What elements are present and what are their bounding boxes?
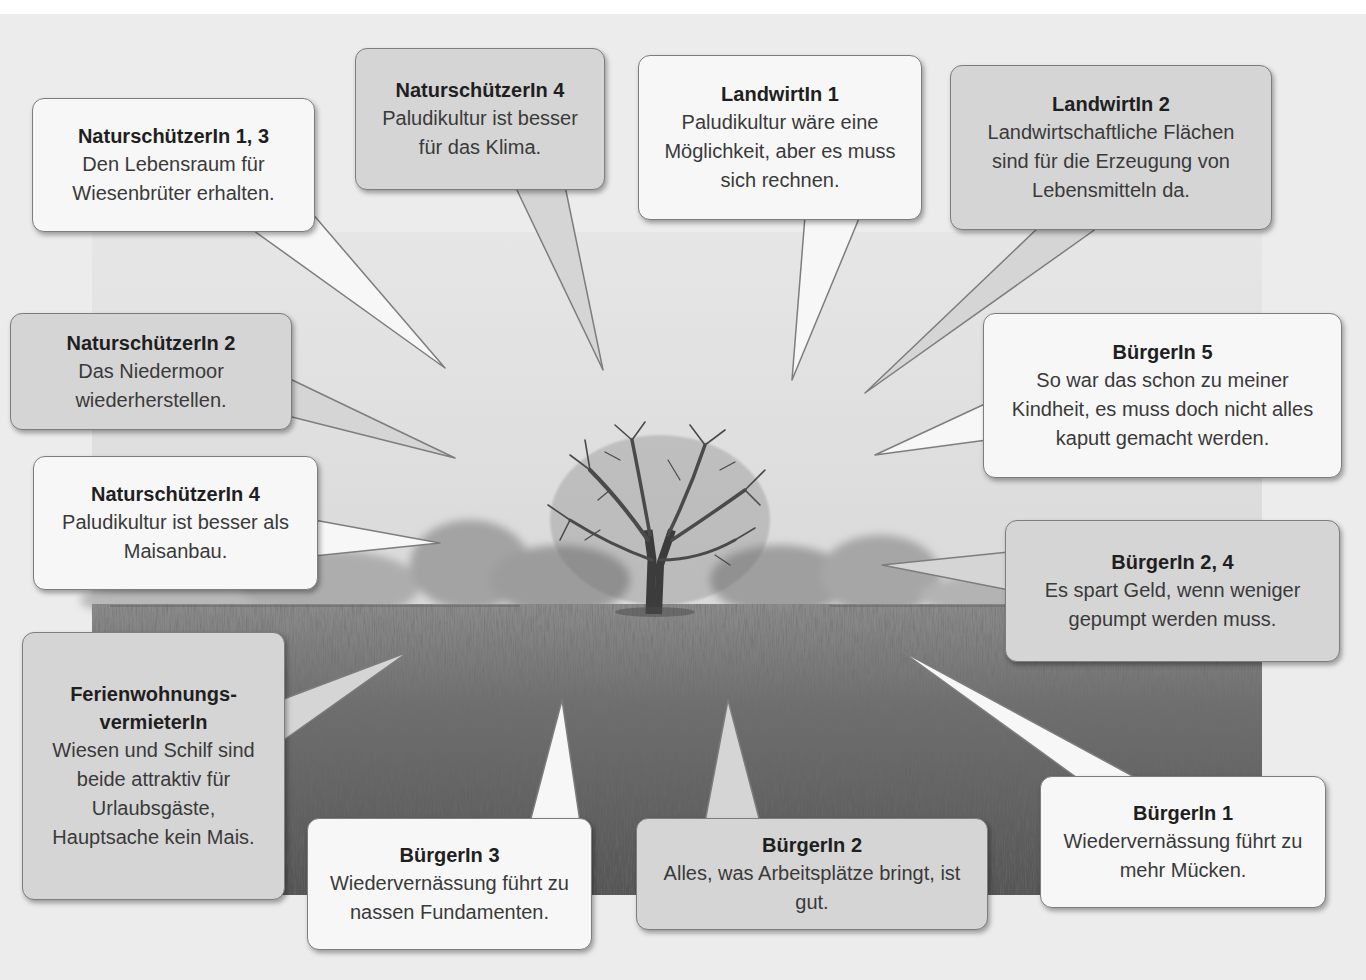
statement-text: Paludikultur ist besser für das Klima. [372, 104, 588, 162]
bubble-tails [250, 186, 1140, 822]
speaker-name: NaturschützerIn 1, 3 [49, 122, 298, 150]
speech-bubble: NaturschützerIn 2Das Niedermoor wiederhe… [10, 313, 292, 430]
statement-text: Paludikultur wäre eine Möglichkeit, aber… [655, 108, 905, 195]
bubble-tail [882, 552, 1009, 590]
speech-bubble: BürgerIn 5So war das schon zu meiner Kin… [983, 313, 1342, 478]
bubble-tail [792, 216, 860, 380]
statement-text: Wiedervernässung führt zu nassen Fundame… [324, 869, 575, 927]
bubble-tail [515, 186, 603, 370]
statement-text: Das Niedermoor wiederherstellen. [27, 357, 275, 415]
speaker-name: Ferienwohnungs- vermieterIn [51, 680, 256, 736]
statement-text: So war das schon zu meiner Kindheit, es … [1002, 366, 1323, 453]
speech-bubble: NaturschützerIn 4Paludikultur ist besser… [355, 48, 605, 190]
bubble-tail [900, 650, 1140, 780]
speaker-name: BürgerIn 2, 4 [1022, 548, 1323, 576]
statement-text: Wiedervernässung führt zu mehr Mücken. [1057, 827, 1309, 885]
statement-text: Alles, was Arbeitsplätze bringt, ist gut… [653, 859, 971, 917]
statement-text: Den Lebensraum für Wiesenbrüter erhalten… [49, 150, 298, 208]
bubble-tail [281, 652, 408, 742]
page-strip [0, 0, 1366, 14]
bubble-tail [530, 700, 580, 822]
speech-bubble: Ferienwohnungs- vermieterInWiesen und Sc… [22, 632, 285, 900]
speech-bubble: BürgerIn 2Alles, was Arbeitsplätze bring… [636, 818, 988, 930]
speaker-name: BürgerIn 2 [653, 831, 971, 859]
statement-text: Landwirtschaftliche Flächen sind für die… [967, 118, 1255, 205]
speech-bubble: LandwirtIn 1Paludikultur wäre eine Mögli… [638, 55, 922, 220]
statement-text: Wiesen und Schilf sind beide attraktiv f… [51, 736, 256, 852]
statement-text: Paludikultur ist besser als Maisanbau. [50, 508, 301, 566]
tree [548, 422, 770, 617]
speech-bubble: LandwirtIn 2Landwirtschaftliche Flächen … [950, 65, 1272, 230]
speaker-name: BürgerIn 1 [1057, 799, 1309, 827]
speaker-name: BürgerIn 3 [324, 841, 575, 869]
bubble-tail [875, 403, 987, 455]
bubble-tail [314, 520, 440, 556]
speaker-name: NaturschützerIn 2 [27, 329, 275, 357]
speaker-name: LandwirtIn 2 [967, 90, 1255, 118]
bubble-tail [288, 378, 455, 458]
speaker-name: BürgerIn 5 [1002, 338, 1323, 366]
speech-bubble: NaturschützerIn 1, 3Den Lebensraum für W… [32, 98, 315, 232]
speaker-name: NaturschützerIn 4 [50, 480, 301, 508]
speech-bubble: NaturschützerIn 4Paludikultur ist besser… [33, 456, 318, 590]
speaker-name: LandwirtIn 1 [655, 80, 905, 108]
statement-text: Es spart Geld, wenn weniger gepumpt werd… [1022, 576, 1323, 634]
speaker-name: NaturschützerIn 4 [372, 76, 588, 104]
bubble-tail [705, 700, 760, 822]
speech-bubble: BürgerIn 1Wiedervernässung führt zu mehr… [1040, 776, 1326, 908]
speech-bubble: BürgerIn 3Wiedervernässung führt zu nass… [307, 818, 592, 950]
speech-bubble: BürgerIn 2, 4Es spart Geld, wenn weniger… [1005, 520, 1340, 662]
